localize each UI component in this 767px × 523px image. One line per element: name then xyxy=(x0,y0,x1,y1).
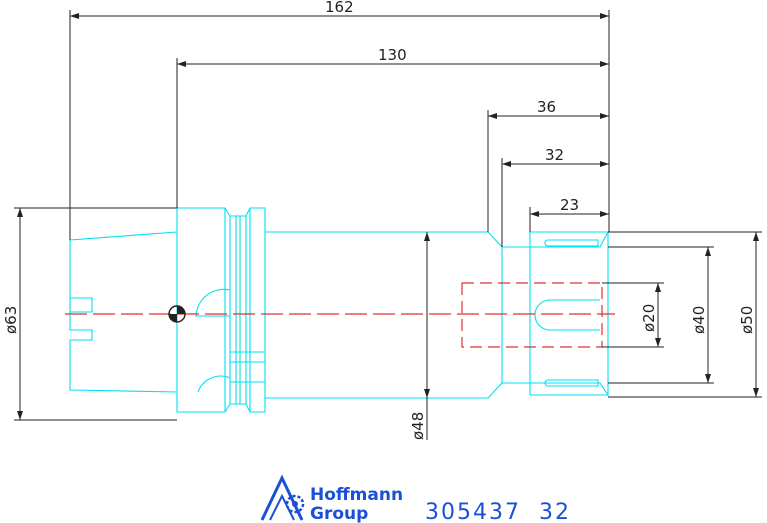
dim-dia-63: ø63 xyxy=(2,306,20,334)
dim-36: 36 xyxy=(537,98,556,116)
centerline-group xyxy=(65,282,615,348)
dim-dia-50: ø50 xyxy=(738,306,756,334)
hoffmann-logo: Hoffmann Group xyxy=(260,474,403,523)
dim-dia-48: ø48 xyxy=(409,412,427,440)
flange xyxy=(176,207,266,413)
gear-icon xyxy=(285,494,305,514)
main-body xyxy=(265,231,503,399)
brand-line2: Group xyxy=(310,504,368,523)
brand-line1: Hoffmann xyxy=(310,485,403,505)
hidden-bore xyxy=(461,282,603,348)
dim-162: 162 xyxy=(325,0,354,16)
arrowheads xyxy=(17,13,759,420)
dim-23: 23 xyxy=(560,196,579,214)
dim-dia-40: ø40 xyxy=(690,306,708,334)
part-number: 305437 32 xyxy=(425,500,571,523)
tool-holder-outline xyxy=(69,207,609,413)
dim-130: 130 xyxy=(378,46,407,64)
dimension-lines xyxy=(14,10,762,440)
taper-shank xyxy=(69,231,178,393)
dim-dia-20: ø20 xyxy=(640,304,658,332)
dim-32: 32 xyxy=(545,146,564,164)
